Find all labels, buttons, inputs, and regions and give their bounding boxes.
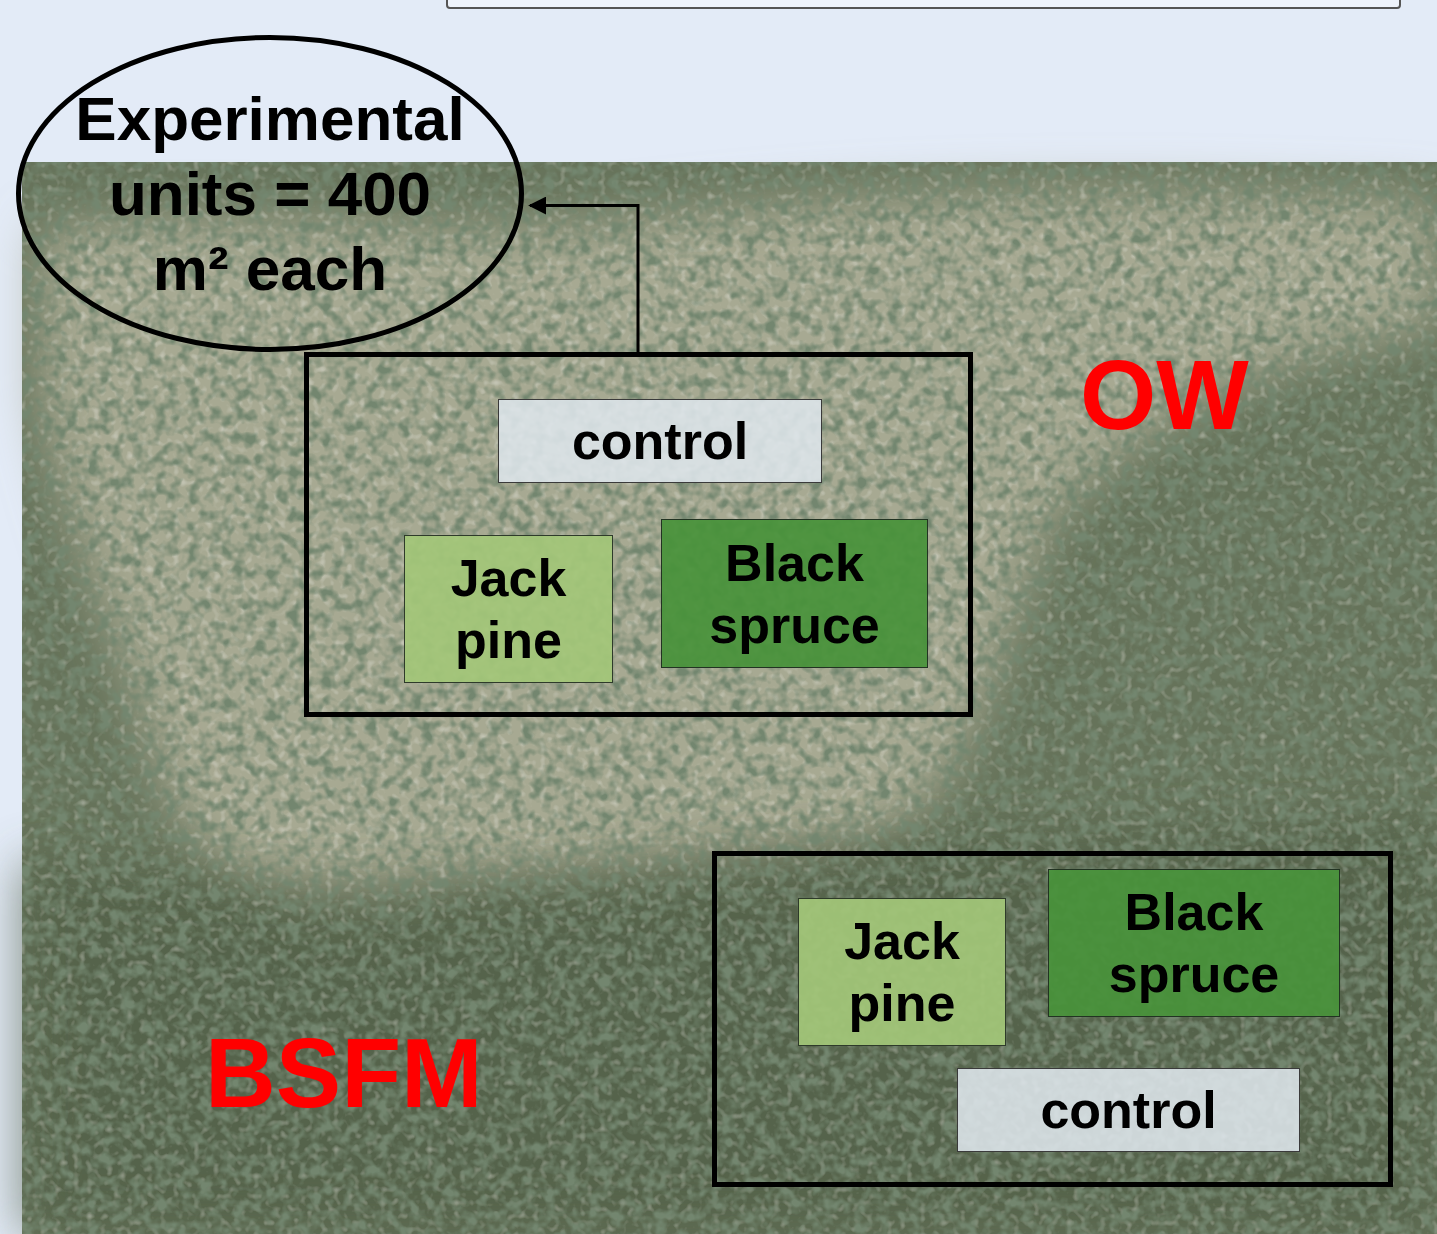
site-plot: OWcontrolJack pineBlack spruce: [304, 352, 973, 717]
forest-ground: [22, 162, 1437, 1234]
callout-arrow: [530, 206, 638, 353]
box-label: Black spruce: [1049, 881, 1339, 1005]
top-bar: [447, 0, 1400, 8]
site-label: BSFM: [205, 1018, 483, 1128]
box-label: Black spruce: [662, 532, 927, 656]
jack-pine-plot: Jack pine: [404, 535, 613, 683]
control-plot: control: [498, 399, 822, 483]
box-label: control: [1040, 1079, 1216, 1141]
jack-pine-plot: Jack pine: [798, 898, 1006, 1046]
callout-ellipse: Experimental units = 400 m² each: [16, 35, 524, 352]
box-label: Jack pine: [799, 910, 1005, 1034]
site-plot: BSFMJack pineBlack sprucecontrol: [712, 851, 1393, 1187]
black-spruce-plot: Black spruce: [1048, 869, 1340, 1017]
control-plot: control: [957, 1068, 1300, 1152]
ground-texture: [22, 162, 1437, 1234]
box-label: control: [572, 410, 748, 472]
black-spruce-plot: Black spruce: [661, 519, 928, 668]
site-label: OW: [1080, 340, 1249, 450]
box-label: Experimental units = 400 m² each: [70, 81, 470, 306]
box-label: Jack pine: [405, 547, 612, 671]
tree-texture: [22, 162, 1437, 1234]
